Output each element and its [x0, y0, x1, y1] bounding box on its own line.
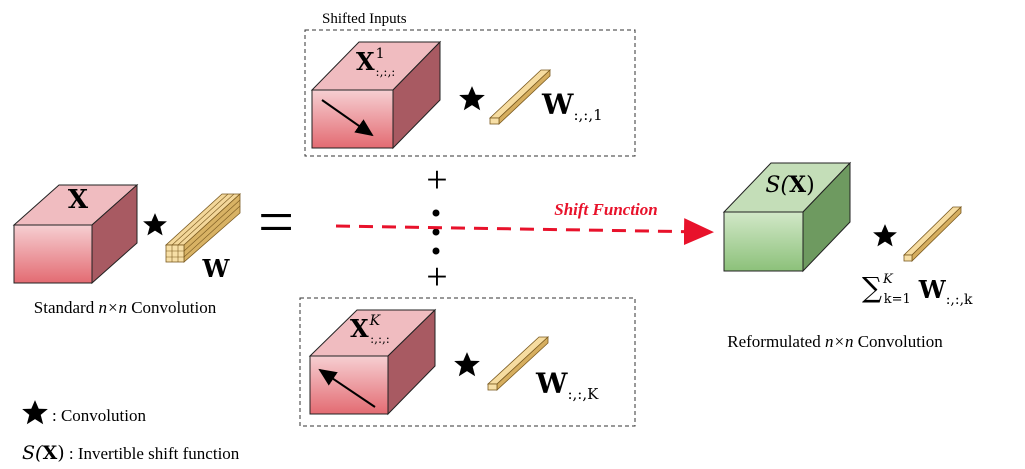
shifted-bottom-box [299, 297, 636, 427]
shifted-top-input-label: X1:,:,: [356, 46, 395, 79]
reformulated-caption: Reformulated n×n Convolution [727, 332, 943, 351]
standard-input-block [12, 183, 139, 285]
standard-caption: Standard n×n Convolution [34, 298, 217, 317]
reformulated-filter [903, 206, 962, 262]
shift-function-label: Shift Function [554, 200, 657, 219]
legend-convolution-text: : Convolution [52, 406, 146, 425]
shifted-bottom-input-block [308, 308, 437, 416]
reformulated-input-block [722, 161, 852, 273]
shift-function-arrow [335, 218, 714, 246]
shifted-top-filter-label: W:,:,1 [541, 88, 603, 124]
shifted-top-box [304, 29, 636, 157]
reformulated-block-label: S(X) [765, 172, 814, 198]
shifted-top-input-block [310, 40, 442, 150]
plus-sign-top: + [426, 159, 447, 201]
shifted-top-filter [488, 69, 552, 125]
shifted-inputs-title: Shifted Inputs [322, 11, 407, 27]
star-icon [873, 224, 897, 247]
shifted-bottom-filter [486, 336, 550, 391]
standard-input-label: X [68, 185, 89, 215]
arrow-icon [318, 368, 376, 408]
star-icon [143, 213, 167, 236]
star-icon [454, 352, 480, 377]
shifted-bottom-filter-label: W:,:,K [535, 367, 599, 403]
vertical-ellipsis [432, 209, 440, 255]
star-icon [22, 400, 48, 425]
standard-filter-label: W [202, 254, 231, 283]
arrow-icon [321, 99, 374, 137]
standard-filter-bundle [164, 193, 242, 263]
legend-shift-function: S(X) : Invertible shift function [22, 442, 240, 464]
equals-sign: = [258, 186, 294, 257]
shifted-bottom-input-label: XK:,:,: [350, 313, 390, 346]
plus-sign-bottom: + [426, 256, 447, 298]
star-icon [459, 86, 485, 111]
